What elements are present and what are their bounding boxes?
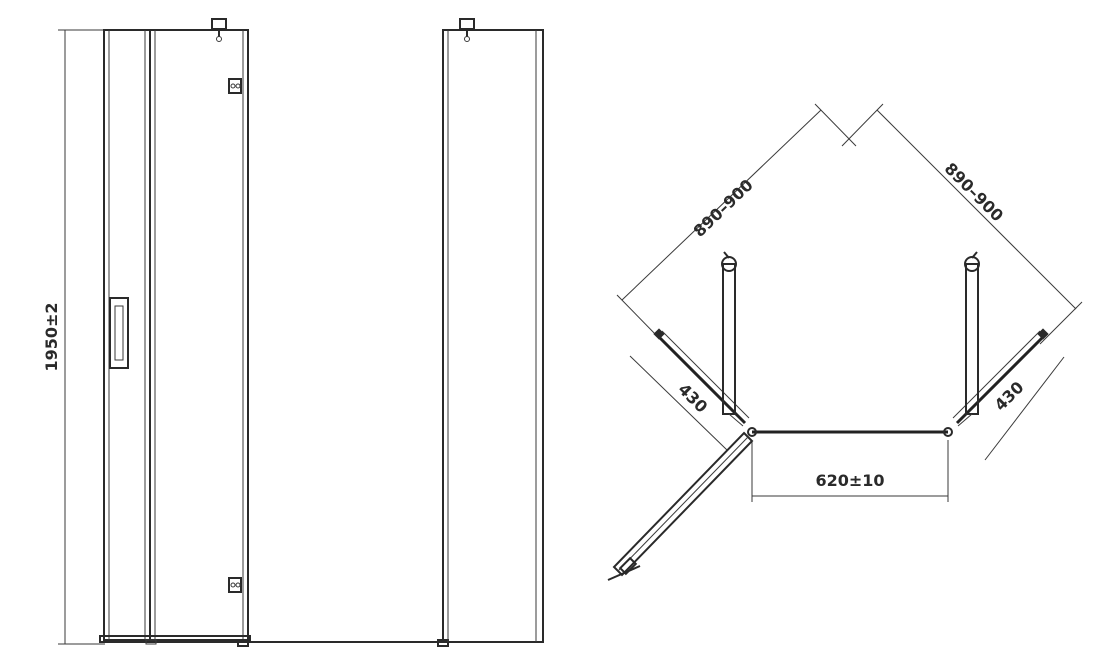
- front-elevation: 1950±2: [42, 18, 544, 647]
- top-bracket-left: [211, 18, 227, 42]
- left-support-bar: [721, 251, 744, 427]
- bottom-rail: [99, 635, 449, 647]
- lower-hinge: [228, 577, 242, 593]
- left-fixed-dimension: 430: [629, 355, 728, 451]
- height-dimension: 1950±2: [42, 29, 105, 645]
- top-bracket-right: [459, 18, 475, 42]
- left-wall-dimension: 890–900: [616, 103, 857, 339]
- front-width-label: 620±10: [815, 471, 884, 490]
- front-panel: [747, 427, 953, 437]
- hinged-door-panel: [149, 29, 249, 641]
- door-handle: [109, 297, 129, 369]
- right-side-glass: [952, 328, 1049, 425]
- right-wall-label: 890–900: [941, 159, 1007, 225]
- plan-view: 890–900 890–900 430 430: [607, 103, 1083, 581]
- height-label: 1950±2: [42, 302, 61, 371]
- right-fixed-dimension: 430: [984, 356, 1065, 461]
- right-wall-dimension: 890–900: [841, 103, 1083, 345]
- open-door-plan: [607, 431, 754, 581]
- left-wall-label: 890–900: [690, 175, 757, 240]
- front-width-dimension: 620±10: [751, 440, 949, 502]
- right-fixed-panel: [442, 29, 544, 643]
- upper-hinge: [228, 78, 242, 94]
- right-support-bar: [957, 251, 980, 427]
